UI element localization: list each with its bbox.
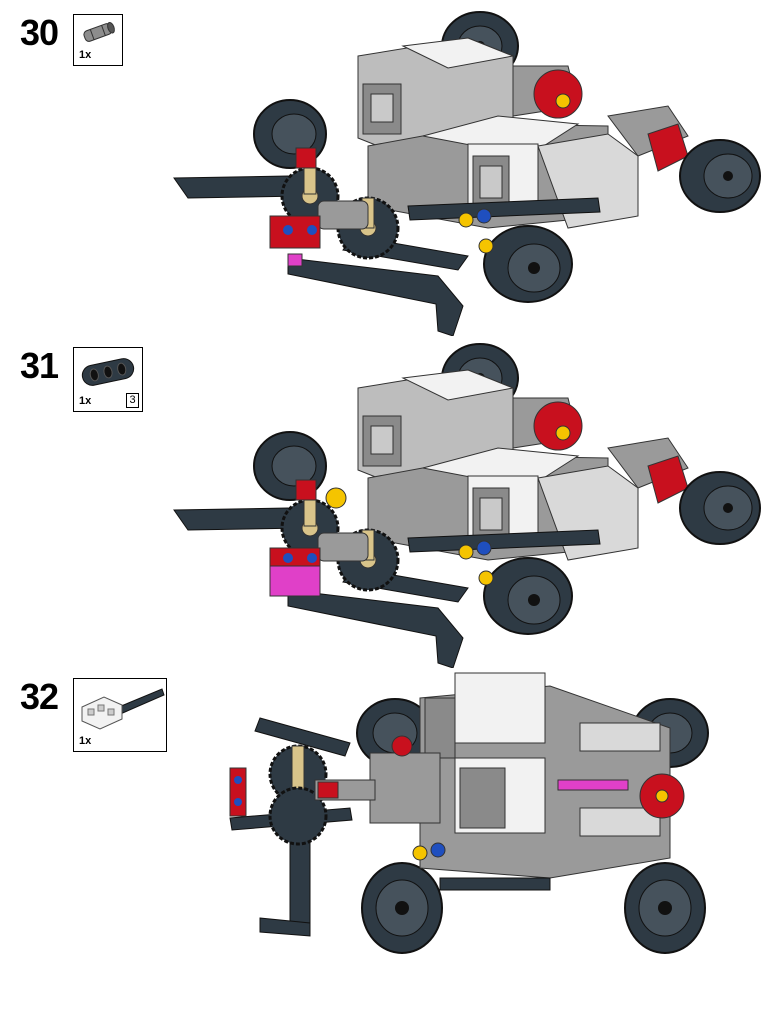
step-31-model [173,343,761,668]
step-number: 30 [20,12,59,53]
part-quantity: 1x [79,735,92,747]
magenta-liftarm [269,565,321,597]
parts-callout: 1x [73,14,123,66]
parts-callout: 1x [73,678,167,752]
cable-plug-icon [81,688,165,730]
wheel [361,862,443,954]
step-number: 31 [20,345,59,386]
parts-callout: 1x 3 [73,347,143,412]
wheel [679,139,761,213]
wheel [679,471,761,545]
step-32-model [229,672,709,954]
axle-connector-icon [83,21,115,42]
liftarm-3-icon [81,358,135,386]
wheel [624,862,706,954]
wheel [483,225,573,303]
step-number: 32 [20,676,59,717]
part-quantity: 1x [79,395,92,407]
step-30-model [173,11,761,336]
gear [268,786,328,846]
wheel [483,557,573,635]
part-length-badge: 3 [126,393,139,408]
part-quantity: 1x [79,49,92,61]
